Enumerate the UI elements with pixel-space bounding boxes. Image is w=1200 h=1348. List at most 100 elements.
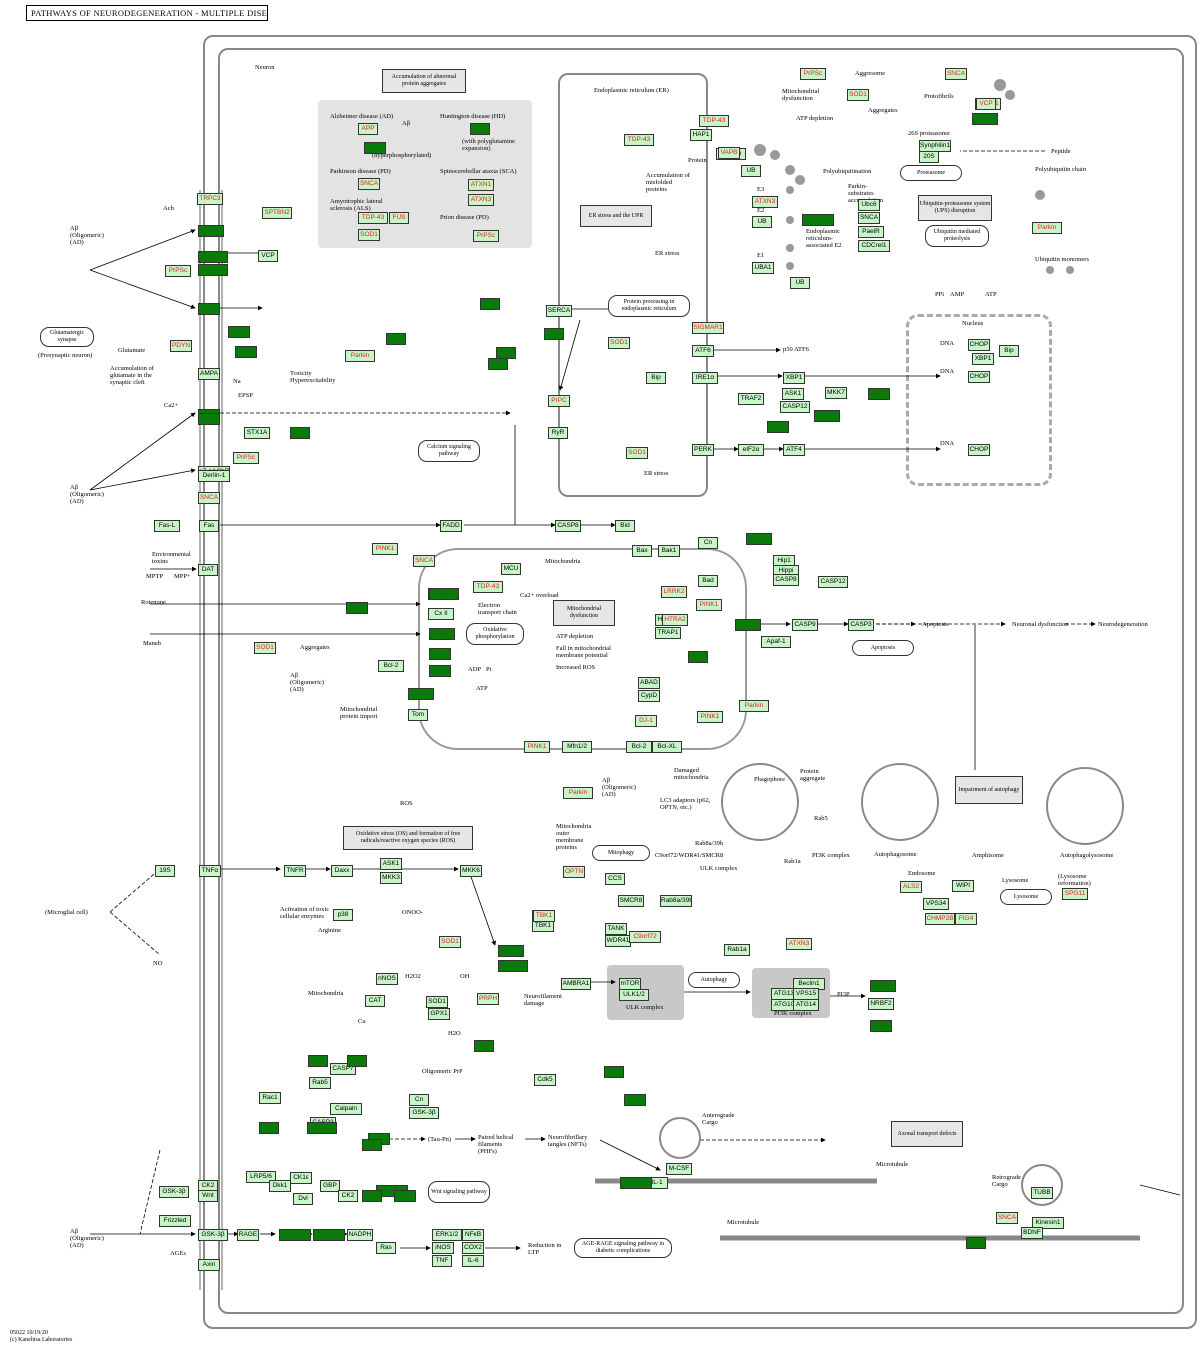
- gene-light-ccs[interactable]: CCS: [605, 873, 625, 885]
- gene-light-rab1a[interactable]: Rab1a: [724, 944, 750, 956]
- gene-red-pink1[interactable]: PINK1: [372, 543, 398, 555]
- gene-red-snca[interactable]: SNCA: [413, 555, 435, 567]
- gene-light-bip[interactable]: Bip: [646, 372, 666, 384]
- gene-red-tdp-43[interactable]: TDP-43: [699, 115, 729, 127]
- gene-light-wnt[interactable]: Wnt: [198, 1190, 218, 1202]
- gene-dark-atxn2[interactable]: ATXN2: [814, 410, 840, 422]
- gene-light-cn[interactable]: Cn: [698, 537, 718, 549]
- gene-light-xbp1[interactable]: XBP1: [783, 372, 805, 384]
- gene-light-gpx1[interactable]: GPX1: [428, 1008, 450, 1020]
- gene-light-snca[interactable]: SNCA: [858, 212, 880, 224]
- gene-light-nadph[interactable]: NADPH: [347, 1229, 373, 1241]
- gene-light-wdr41[interactable]: WDR41: [605, 935, 631, 947]
- gene-light-erk1-2[interactable]: ERK1/2: [432, 1229, 462, 1241]
- gene-dark-p35[interactable]: p35: [308, 1055, 328, 1067]
- gene-light-dat[interactable]: DAT: [198, 564, 218, 576]
- gene-dark-htt[interactable]: Htt: [480, 298, 500, 310]
- gene-light-nf-b[interactable]: NFκB: [462, 1229, 484, 1241]
- gene-dark-cyt[interactable]: CYT: [488, 358, 508, 370]
- gene-red-c9orf72[interactable]: C9orf72: [629, 931, 661, 943]
- gene-red-vapb[interactable]: VAPB: [718, 147, 740, 159]
- gene-light-m-csf[interactable]: M-CSF: [666, 1163, 692, 1175]
- gene-light-mcu[interactable]: MCU: [501, 563, 521, 575]
- gene-dark-jnk[interactable]: JNK: [688, 651, 708, 663]
- gene-light-dvl[interactable]: Dvl: [293, 1193, 313, 1205]
- map-apoptosis[interactable]: Apoptosis: [852, 640, 914, 656]
- gene-red-parkin[interactable]: Parkin: [563, 787, 593, 799]
- gene-dark-glur[interactable]: GluR: [198, 413, 220, 425]
- gene-red-tdp-43[interactable]: TDP-43: [358, 212, 388, 224]
- gene-light-ryr[interactable]: RyR: [548, 427, 568, 439]
- gene-light-ask1[interactable]: ASK1: [380, 858, 402, 870]
- gene-light-cat[interactable]: CAT: [365, 995, 385, 1007]
- map-protein-processing-er[interactable]: Protein processing in endoplasmic reticu…: [608, 295, 690, 317]
- gene-light-apaf-1[interactable]: Apaf-1: [761, 636, 791, 648]
- gene-light-paelr[interactable]: PaelR: [858, 226, 884, 238]
- gene-dark-camkii[interactable]: CaMKII: [498, 960, 528, 972]
- gene-light-xbp1[interactable]: XBP1: [972, 353, 994, 365]
- gene-light-nnos[interactable]: nNOS: [376, 973, 398, 985]
- map-wnt-signaling[interactable]: Wnt signaling pathway: [428, 1181, 490, 1203]
- gene-light-mkk3[interactable]: MKK3: [380, 872, 402, 884]
- gene-light-lrp5-6[interactable]: LRP5/6: [246, 1171, 276, 1183]
- gene-light-mkk7[interactable]: MKK7: [825, 387, 847, 399]
- gene-light-rage[interactable]: RAGE: [237, 1229, 259, 1241]
- gene-dark-htt[interactable]: Htt: [386, 333, 406, 345]
- gene-light-cdcrel1[interactable]: CDCrel1: [858, 240, 890, 252]
- gene-dark-nrf2[interactable]: Nrf2: [767, 421, 789, 433]
- gene-dark-ip3r[interactable]: IP3R: [235, 346, 257, 358]
- gene-light-inos[interactable]: iNOS: [432, 1242, 454, 1254]
- gene-light-bcl-2[interactable]: Bcl-2: [626, 741, 652, 753]
- map-oxidative-phosphorylation[interactable]: Oxidative phosphorylation: [466, 623, 524, 645]
- gene-red-snca[interactable]: SNCA: [945, 68, 967, 80]
- gene-light-trap1[interactable]: TRAP1: [655, 627, 681, 639]
- gene-light-traf2[interactable]: TRAF2: [738, 393, 764, 405]
- gene-dark-vdac[interactable]: VDAC: [429, 665, 451, 677]
- gene-red-sod1[interactable]: SOD1: [439, 936, 461, 948]
- gene-dark-bcl-2[interactable]: Bcl-2: [498, 945, 524, 957]
- gene-light-casp3[interactable]: CASP3: [848, 619, 874, 631]
- gene-dark-app[interactable]: APP: [362, 1139, 382, 1151]
- gene-dark-dynactin[interactable]: Dynactin: [313, 1229, 345, 1241]
- gene-light-rac1[interactable]: Rac1: [259, 1092, 281, 1104]
- gene-light-casp12[interactable]: CASP12: [818, 576, 848, 588]
- gene-light-fadd[interactable]: FADD: [440, 520, 462, 532]
- gene-dark-p25[interactable]: p25: [347, 1055, 367, 1067]
- gene-light-derlin-1[interactable]: Derlin-1: [198, 470, 230, 482]
- gene-red-spg11[interactable]: SPG11: [1062, 888, 1088, 900]
- gene-light-tank[interactable]: TANK: [605, 923, 627, 935]
- gene-dark-mlk2[interactable]: MLK2: [868, 388, 890, 400]
- gene-light-bak1[interactable]: Bak1: [658, 545, 680, 557]
- gene-red-tdp-43[interactable]: TDP-43: [624, 134, 654, 146]
- map-lysosome[interactable]: Lysosome: [1000, 889, 1052, 905]
- gene-dark-raf[interactable]: Raf: [474, 1040, 494, 1052]
- gene-red-fig4[interactable]: FIG4: [955, 913, 977, 925]
- gene-dark-ubiquilin[interactable]: Ubiquilin: [620, 1177, 652, 1189]
- gene-light-gsk-3-[interactable]: GSK-3β: [198, 1229, 228, 1241]
- gene-dark-pi3k[interactable]: PI3K: [228, 326, 250, 338]
- gene-red-sod1[interactable]: SOD1: [626, 447, 648, 459]
- gene-light-atf6[interactable]: ATF6: [692, 345, 714, 357]
- gene-light-dkk1[interactable]: Dkk1: [269, 1180, 291, 1192]
- gene-light-il-6[interactable]: IL-6: [462, 1255, 484, 1267]
- gene-light-tnfr[interactable]: TNFR: [284, 865, 306, 877]
- gene-red-snca[interactable]: SNCA: [198, 492, 220, 504]
- map-ubiquitin-proteolysis[interactable]: Ubiquitin mediated proteolysis: [925, 225, 989, 247]
- gene-light-casp8[interactable]: CASP8: [773, 574, 799, 586]
- gene-red-dj-1[interactable]: DJ-1: [635, 715, 657, 727]
- gene-light-ambra1[interactable]: AMBRA1: [561, 978, 591, 990]
- gene-dark-jnk[interactable]: JNK: [290, 427, 310, 439]
- gene-light-fas[interactable]: Fas: [199, 520, 219, 532]
- gene-dark-kinesin[interactable]: Kinesin: [802, 214, 834, 226]
- gene-light-ck1-[interactable]: CK1ε: [290, 1172, 312, 1184]
- gene-light-atf4[interactable]: ATF4: [783, 444, 805, 456]
- gene-dark-plc[interactable]: PLC: [470, 123, 490, 135]
- gene-light-ub[interactable]: UB: [741, 165, 761, 177]
- gene-dark-dnajc[interactable]: DNAJC: [870, 980, 896, 992]
- gene-light-rab5[interactable]: Rab5: [309, 1077, 331, 1089]
- gene-red-sod1[interactable]: SOD1: [358, 229, 380, 241]
- gene-light-ck2[interactable]: CK2: [198, 1180, 218, 1192]
- gene-red-als2[interactable]: ALS2: [900, 881, 922, 893]
- gene-dark-psen[interactable]: PSEN: [346, 602, 368, 614]
- gene-light-cypd[interactable]: CypD: [638, 690, 660, 702]
